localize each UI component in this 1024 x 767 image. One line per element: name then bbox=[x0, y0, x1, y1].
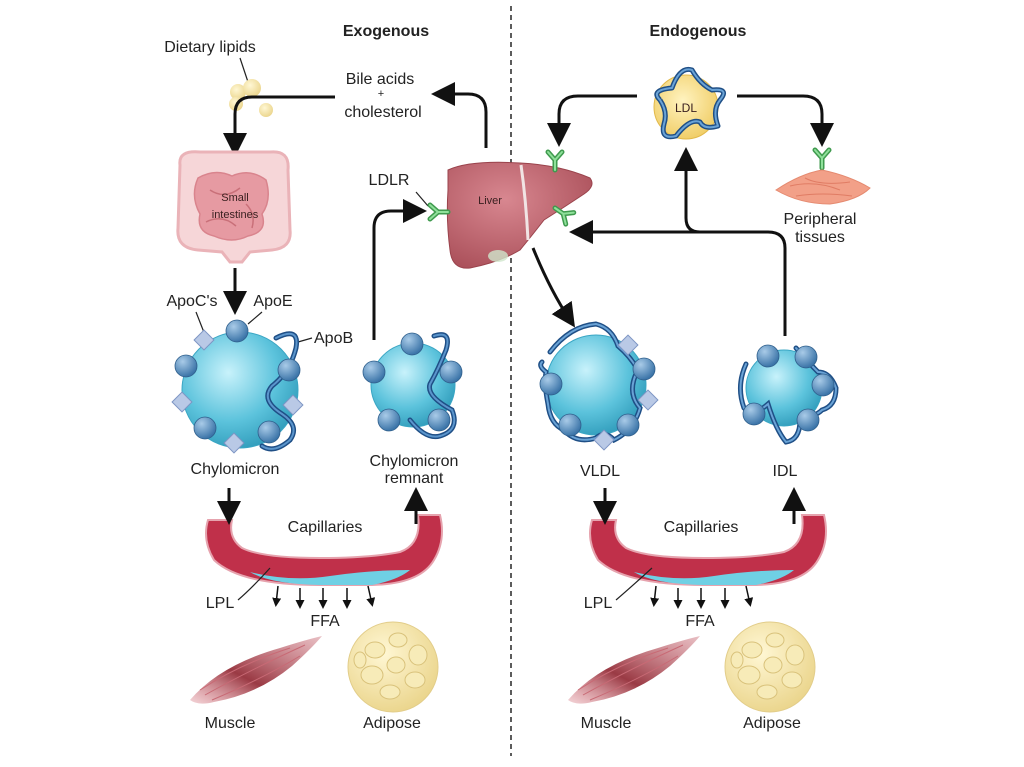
label-ffa-right: FFA bbox=[685, 613, 715, 630]
label-ldlr: LDLR bbox=[369, 172, 410, 189]
arrow-bile-to-intestine bbox=[223, 95, 335, 157]
lpl-right-pointer bbox=[615, 567, 653, 601]
arrow-idl-to-ldl bbox=[674, 147, 701, 234]
label-intestines: intestines bbox=[212, 209, 259, 221]
chylomicron-remnant-particle bbox=[362, 332, 463, 440]
ldl-receptor-liver-left bbox=[430, 205, 448, 219]
adipose-illustration-right bbox=[724, 621, 816, 713]
header-endogenous: Endogenous bbox=[650, 23, 747, 40]
label-chylomicron: Chylomicron bbox=[191, 461, 280, 478]
small-intestine-illustration bbox=[176, 150, 292, 264]
lpl-left-pointer bbox=[237, 567, 271, 601]
arrow-idl-to-liver bbox=[569, 220, 787, 336]
label-idl: IDL bbox=[773, 463, 798, 480]
label-liver: Liver bbox=[478, 195, 502, 207]
vldl-particle bbox=[538, 321, 659, 451]
label-capillaries-right: Capillaries bbox=[664, 519, 739, 536]
label-apoc: ApoC's bbox=[166, 293, 217, 310]
label-tissues: tissues bbox=[795, 229, 845, 246]
apoe-pointer bbox=[247, 311, 263, 325]
ffa-arrows-left bbox=[272, 585, 376, 609]
label-adipose-right: Adipose bbox=[743, 715, 801, 732]
arrow-ldl-to-liver bbox=[547, 94, 637, 147]
arrow-liver-to-vldl bbox=[531, 247, 575, 328]
label-small: Small bbox=[221, 192, 249, 204]
label-muscle-left: Muscle bbox=[205, 715, 256, 732]
label-dietary-lipids: Dietary lipids bbox=[164, 39, 256, 56]
chylomicron-particle bbox=[171, 319, 304, 454]
label-bile-plus: + bbox=[378, 88, 384, 100]
muscle-illustration-right bbox=[568, 636, 700, 704]
muscle-illustration-left bbox=[190, 636, 322, 704]
label-apob: ApoB bbox=[314, 330, 353, 347]
label-muscle-right: Muscle bbox=[581, 715, 632, 732]
dietary-lipids-pointer bbox=[239, 57, 249, 83]
idl-particle bbox=[738, 344, 839, 445]
ldl-receptor-peripheral bbox=[815, 150, 829, 168]
label-chylomicron-remnant-1: Chylomicron bbox=[370, 453, 459, 470]
label-vldl: VLDL bbox=[580, 463, 620, 480]
capillary-left bbox=[205, 514, 443, 586]
peripheral-tissues-illustration bbox=[775, 169, 871, 205]
label-peripheral: Peripheral bbox=[784, 211, 857, 228]
label-cholesterol: cholesterol bbox=[344, 104, 421, 121]
label-adipose-left: Adipose bbox=[363, 715, 421, 732]
liver-illustration bbox=[446, 161, 593, 269]
label-ffa-left: FFA bbox=[310, 613, 340, 630]
label-chylomicron-remnant-2: remnant bbox=[385, 470, 444, 487]
label-ldl: LDL bbox=[675, 101, 697, 115]
label-lpl-left: LPL bbox=[206, 595, 235, 612]
arrow-ldl-to-peripheral bbox=[737, 94, 834, 147]
adipose-illustration-left bbox=[347, 621, 439, 713]
capillary-right bbox=[589, 514, 827, 586]
label-lpl-right: LPL bbox=[584, 595, 613, 612]
apob-pointer bbox=[297, 337, 313, 343]
arrow-remnant-to-liver bbox=[372, 199, 427, 340]
label-capillaries-left: Capillaries bbox=[288, 519, 363, 536]
label-apoe: ApoE bbox=[253, 293, 292, 310]
ldlr-pointer bbox=[415, 191, 429, 207]
header-exogenous: Exogenous bbox=[343, 23, 429, 40]
label-bile-acids: Bile acids bbox=[346, 71, 414, 88]
ldl-particle bbox=[653, 66, 727, 140]
ffa-arrows-right bbox=[650, 585, 754, 609]
arrow-liver-to-bile bbox=[431, 82, 488, 148]
